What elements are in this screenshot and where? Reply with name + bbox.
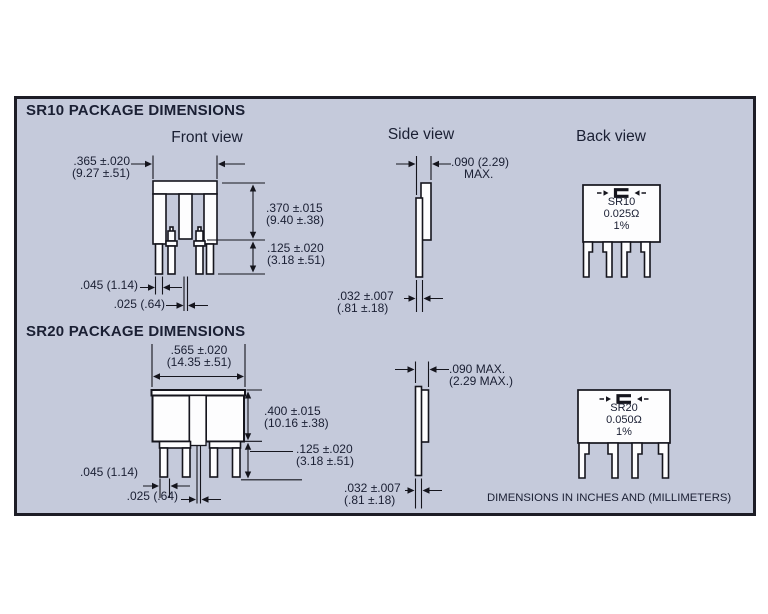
sr10-side-drawing bbox=[415, 182, 432, 278]
sr10-back-drawing bbox=[582, 184, 661, 278]
sr20-side-dimension-lines bbox=[395, 361, 449, 509]
sr20-dim-standoff: .125 ±.020 (3.18 ±.51) bbox=[296, 442, 354, 468]
sr10-model-text: SR10 bbox=[607, 196, 636, 208]
dimensions-note: DIMENSIONS IN INCHES AND (MILLIMETERS) bbox=[487, 492, 732, 504]
sr20-model-text: SR20 bbox=[610, 402, 638, 414]
sr10-resistance-text: 0.025Ω bbox=[603, 207, 640, 220]
sr20-dim-lead-thickness: .032 ±.007 (.81 ±.18) bbox=[344, 481, 401, 507]
sr10-dim-thickness: .090 (2.29) MAX. bbox=[451, 155, 510, 181]
caddock-logo-icon bbox=[597, 188, 646, 198]
sr20-dim-height: .400 ±.015 (10.16 ±.38) bbox=[264, 404, 329, 430]
sr20-front-dimension-lines bbox=[143, 344, 302, 504]
sr10-side-dimension-lines bbox=[396, 156, 451, 312]
sr20-back-drawing bbox=[577, 389, 671, 479]
sr20-resistance-text: 0.050Ω bbox=[606, 413, 642, 426]
back-view-label: Back view bbox=[576, 128, 646, 145]
side-view-label: Side view bbox=[387, 126, 455, 143]
sr20-section-title: SR20 PACKAGE DIMENSIONS bbox=[26, 323, 246, 340]
sr10-dim-height: .370 ±.015 (9.40 ±.38) bbox=[266, 201, 324, 227]
sr10-front-dimension-lines bbox=[131, 155, 265, 311]
sr20-front-drawing bbox=[150, 389, 246, 478]
sr10-tolerance-text: 1% bbox=[613, 219, 630, 232]
sr10-dim-lead-thickness: .032 ±.007 (.81 ±.18) bbox=[337, 289, 394, 315]
sr10-dim-lead-width: .045 (1.14) bbox=[79, 278, 138, 292]
sr10-section-title: SR10 PACKAGE DIMENSIONS bbox=[26, 102, 246, 119]
caddock-logo-icon bbox=[599, 394, 649, 404]
sr20-dim-lead-width: .045 (1.14) bbox=[79, 465, 138, 479]
sr10-dim-width: .365 ±.020 (9.27 ±.51) bbox=[72, 154, 130, 180]
sr10-marking: SR10 0.025Ω 1% bbox=[583, 196, 660, 232]
sr10-dim-standoff: .125 ±.020 (3.18 ±.51) bbox=[267, 241, 325, 267]
sr20-tolerance-text: 1% bbox=[616, 425, 632, 438]
sr20-dim-thickness: .090 MAX. (2.29 MAX.) bbox=[449, 362, 514, 388]
sr10-front-drawing bbox=[152, 180, 218, 275]
sr20-side-drawing bbox=[414, 385, 430, 477]
sr10-dim-lead-gap: .025 (.64) bbox=[113, 297, 165, 311]
sr20-marking: SR20 0.050Ω 1% bbox=[578, 402, 670, 438]
sr20-dim-lead-gap: .025 (.64) bbox=[126, 489, 178, 503]
front-view-label: Front view bbox=[171, 129, 243, 146]
sr20-dim-width: .565 ±.020 (14.35 ±.51) bbox=[166, 343, 232, 369]
